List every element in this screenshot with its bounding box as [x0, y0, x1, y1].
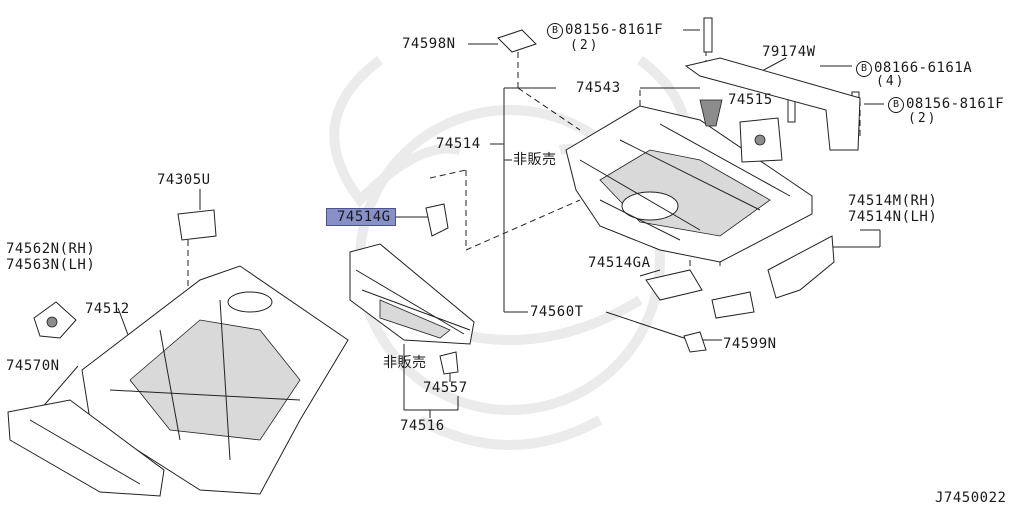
- bracket-74599N: [711, 291, 755, 319]
- clip-74514G: [425, 203, 449, 237]
- highlight-box[interactable]: 74514G: [326, 208, 396, 226]
- bolt-prefix-circle: B: [856, 61, 872, 77]
- rear-floor-panel: [565, 99, 813, 263]
- label-74516: 74516: [400, 418, 445, 434]
- reference-code: J7450022: [935, 490, 1007, 506]
- bolt-1: [703, 17, 713, 53]
- part-74570N: [7, 399, 165, 497]
- label-not-for-sale-upper: 非販売: [513, 152, 557, 168]
- clip-74560T: [683, 331, 707, 353]
- label-not-for-sale-lower: 非販売: [383, 355, 427, 371]
- rear-cross-panel: [349, 243, 475, 345]
- label-74563N-LH: 74563N(LH): [6, 257, 96, 273]
- label-bolt-qty-2-top: (2): [570, 38, 600, 53]
- bracket-74514GA: [645, 269, 703, 301]
- label-74557: 74557: [423, 380, 468, 396]
- left-small-parts: [7, 301, 165, 497]
- bracket-74598N: [497, 29, 537, 53]
- fasteners: [177, 17, 861, 375]
- label-74514N-LH: 74514N(LH): [848, 209, 938, 225]
- label-74599N: 74599N: [723, 336, 777, 352]
- label-74514G-highlighted[interactable]: 74514G: [326, 208, 396, 226]
- part-74557: [439, 351, 459, 375]
- part-74305U: [177, 209, 217, 241]
- label-bolt-qty-2-right: (2): [908, 111, 938, 126]
- bolt-prefix-circle: B: [547, 23, 563, 39]
- label-74560T: 74560T: [530, 304, 584, 320]
- bolt-prefix-circle: B: [888, 97, 904, 113]
- label-74515: 74515: [728, 92, 773, 108]
- member-79174W: [684, 57, 861, 151]
- label-74598N: 74598N: [402, 36, 456, 52]
- label-74514GA: 74514GA: [588, 255, 651, 271]
- label-74543: 74543: [576, 80, 621, 96]
- front-floor-panel: [81, 265, 349, 495]
- side-member-74514M: [767, 235, 835, 299]
- label-74514: 74514: [436, 136, 481, 152]
- label-74512: 74512: [85, 301, 130, 317]
- label-74514M-RH: 74514M(RH): [848, 193, 938, 209]
- label-74305U: 74305U: [157, 172, 211, 188]
- label-79174W: 79174W: [762, 44, 816, 60]
- label-bolt-qty-4: (4): [876, 74, 906, 89]
- label-74562N-RH: 74562N(RH): [6, 241, 96, 257]
- label-74570N: 74570N: [6, 358, 60, 374]
- leader-lines: [39, 29, 884, 418]
